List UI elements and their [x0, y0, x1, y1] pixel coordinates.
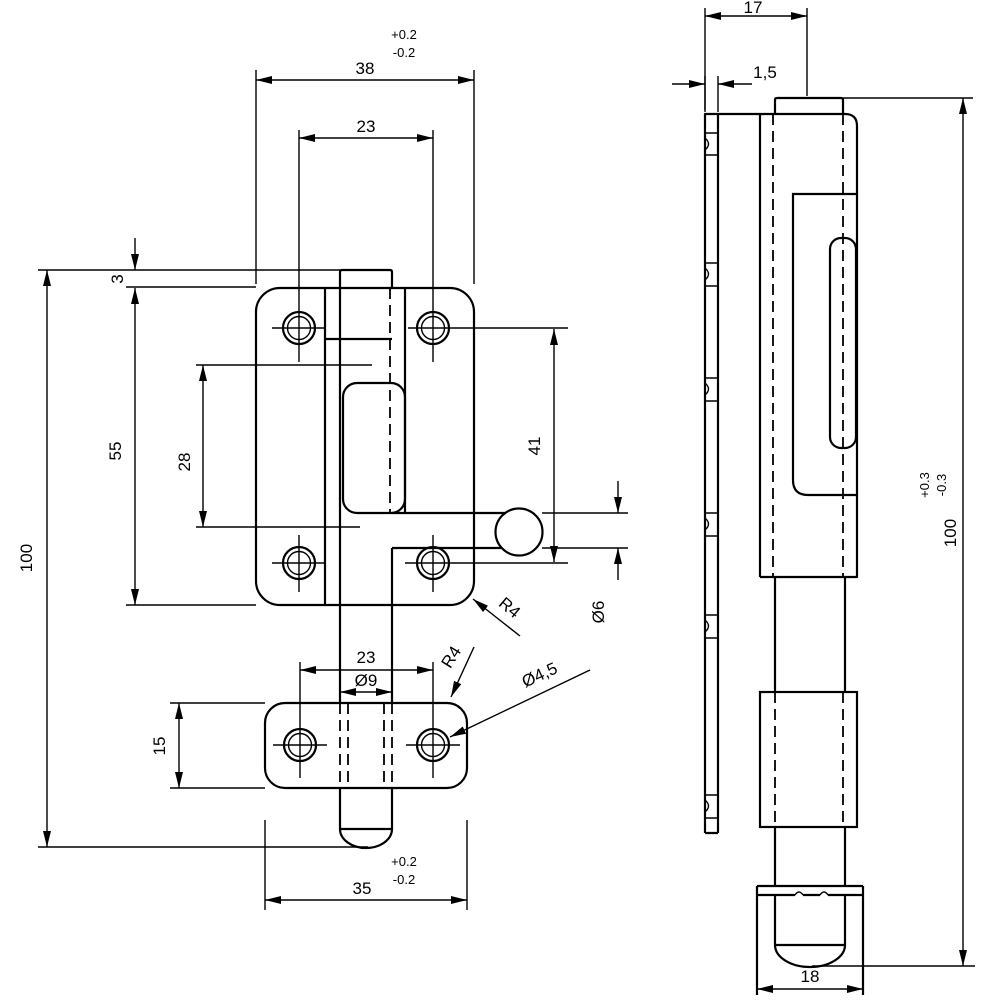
dim-keeper-width-tol-plus: +0.2 — [391, 854, 417, 869]
screw-holes-main — [272, 130, 568, 592]
side-keeper-outline — [758, 690, 859, 829]
dim-plate-thickness-label: 1,5 — [753, 63, 777, 82]
side-view: 17 1,5 100 +0.3 -0.3 18 — [672, 0, 975, 995]
side-slider-profile — [791, 192, 859, 497]
dim-overall-height-side-tol-plus: +0.3 — [917, 472, 932, 498]
dim-keeper-height-label: 15 — [150, 737, 169, 756]
dim-cap-width: 18 — [757, 967, 863, 993]
front-plate-outline — [254, 286, 476, 607]
side-housing-top-right — [703, 112, 859, 579]
dim-plate-width: 38 +0.2 -0.2 — [255, 27, 475, 284]
dim-bolt-dia: Ø9 — [340, 671, 392, 696]
dim-hole-spacing-top: 23 — [299, 117, 433, 142]
dim-knob-stem-dia: Ø6 — [542, 481, 628, 623]
dim-bolt-protrusion-label: 3 — [108, 274, 127, 283]
dim-mount-depth-label: 17 — [744, 0, 763, 17]
dim-hole-spacing-top-label: 23 — [357, 117, 376, 136]
dim-knob-stem-dia-label: Ø6 — [589, 601, 608, 624]
side-plate-outline — [703, 114, 720, 835]
side-bolt-lower — [773, 827, 847, 886]
bolt-mid-edges — [338, 605, 394, 703]
dim-overall-height-side: 100 +0.3 -0.3 — [812, 97, 975, 967]
dim-plate-corner-radius-label: R4 — [495, 594, 524, 623]
dim-overall-height-side-tol-minus: -0.3 — [934, 474, 949, 496]
side-bolt-top-tab — [773, 96, 845, 116]
dim-slot-height-label: 28 — [175, 453, 194, 472]
dim-hole-row-distance-label: 41 — [525, 437, 544, 456]
dim-plate-corner-radius: R4 — [472, 594, 524, 637]
side-bolt-hidden-in-keeper — [774, 692, 844, 827]
screw-holes-keeper — [273, 662, 460, 778]
dim-screw-hole-dia: Ø4,5 — [449, 659, 591, 738]
bolt-tip-sides — [338, 788, 394, 831]
knob-circle — [494, 507, 544, 557]
side-plate-hole-marks — [704, 132, 718, 819]
bolt-tip-dome — [338, 827, 394, 850]
dim-keeper-width-label: 35 — [353, 879, 372, 898]
dim-plate-height-label: 55 — [106, 442, 125, 461]
dim-keeper-hole-spacing-label: 23 — [357, 648, 376, 667]
dim-overall-height-front-label: 100 — [17, 544, 36, 572]
dim-slot-height: 28 — [175, 365, 207, 527]
front-view: 38 +0.2 -0.2 23 3 55 28 — [17, 27, 628, 910]
dim-overall-height-front: 100 — [17, 270, 368, 848]
dim-cap-width-label: 18 — [801, 967, 820, 986]
dim-hole-row-distance: 41 — [525, 329, 558, 562]
dim-bolt-protrusion: 3 — [38, 238, 340, 288]
dim-bolt-dia-label: Ø9 — [355, 671, 378, 690]
handle-cutout — [341, 381, 407, 515]
side-knob-slot — [828, 236, 858, 450]
dim-keeper-corner-radius: R4 — [438, 643, 475, 698]
dim-keeper-width: 35 +0.2 -0.2 — [264, 820, 468, 910]
dim-plate-width-tol-minus: -0.2 — [393, 45, 415, 60]
dim-plate-width-tol-plus: +0.2 — [391, 27, 417, 42]
dim-keeper-height: 15 — [150, 702, 265, 789]
side-end-cap — [755, 884, 865, 995]
side-bolt-tip — [773, 895, 847, 969]
dim-keeper-corner-radius-label: R4 — [438, 643, 466, 672]
bolt-hidden-in-keeper — [339, 703, 393, 788]
dim-overall-height-side-label: 100 — [941, 519, 960, 547]
dim-plate-height: 55 — [106, 288, 256, 606]
front-keeper-outline — [263, 701, 469, 790]
bolt-top-tab — [338, 268, 394, 290]
dim-keeper-hole-spacing: 23 — [300, 648, 433, 674]
dim-plate-width-label: 38 — [356, 59, 375, 78]
side-housing-left-bottom — [758, 114, 857, 579]
dim-mount-depth: 17 — [704, 0, 808, 110]
side-bolt-mid — [773, 577, 847, 692]
dim-plate-thickness: 1,5 — [672, 63, 777, 112]
dim-keeper-width-tol-minus: -0.2 — [393, 872, 415, 887]
